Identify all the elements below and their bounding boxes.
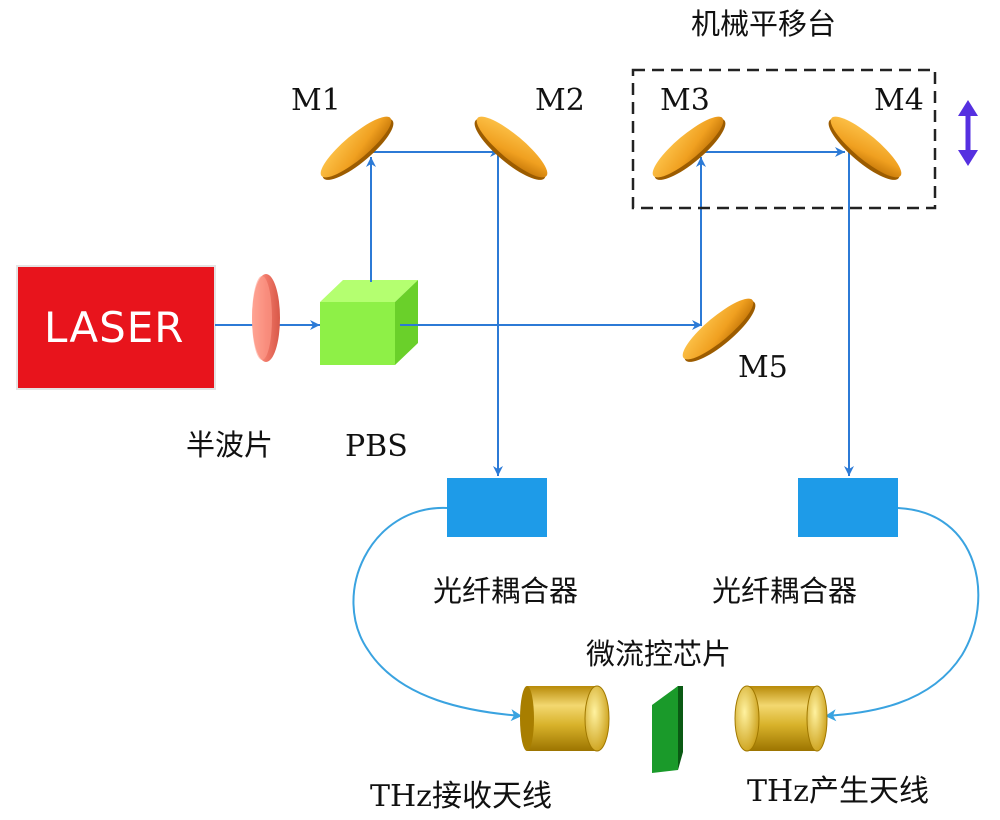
laser-label: LASER bbox=[44, 303, 185, 352]
half-wave-plate-icon bbox=[252, 274, 280, 362]
fiber-coupler-left bbox=[447, 478, 547, 537]
translation-stage-box bbox=[631, 68, 937, 210]
stage-label: 机械平移台 bbox=[691, 7, 837, 41]
emitter-label: THz产生天线 bbox=[747, 774, 929, 809]
m3-label: M3 bbox=[660, 83, 710, 118]
mirror-m1-icon bbox=[320, 116, 394, 180]
pbs-cube-icon bbox=[320, 280, 418, 365]
receiver-label: THz接收天线 bbox=[370, 779, 552, 814]
m5-label: M5 bbox=[738, 350, 788, 385]
fiber-left bbox=[352, 506, 523, 722]
chip-label: 微流控芯片 bbox=[586, 637, 732, 671]
coupler-right-label: 光纤耦合器 bbox=[712, 574, 858, 608]
mirror-m5-icon bbox=[682, 298, 756, 362]
fiber-coupler-right bbox=[798, 478, 898, 537]
m4-label: M4 bbox=[874, 83, 924, 118]
mirror-m3-icon bbox=[652, 116, 726, 180]
laser-box bbox=[16, 265, 216, 390]
mirror-m2-icon bbox=[474, 116, 548, 180]
m2-label: M2 bbox=[535, 83, 585, 118]
mirror-m4-icon bbox=[828, 116, 902, 180]
thz-receiver-antenna-icon bbox=[520, 685, 610, 752]
fiber-right bbox=[824, 507, 980, 722]
double-headed-vertical-arrow-icon bbox=[958, 100, 978, 166]
thz-emitter-antenna-icon bbox=[734, 685, 828, 752]
microfluidic-chip-icon bbox=[652, 686, 683, 773]
pbs-label: PBS bbox=[345, 429, 408, 464]
coupler-left-label: 光纤耦合器 bbox=[433, 574, 579, 608]
half-wave-plate-label: 半波片 bbox=[186, 428, 274, 462]
m1-label: M1 bbox=[291, 83, 341, 118]
